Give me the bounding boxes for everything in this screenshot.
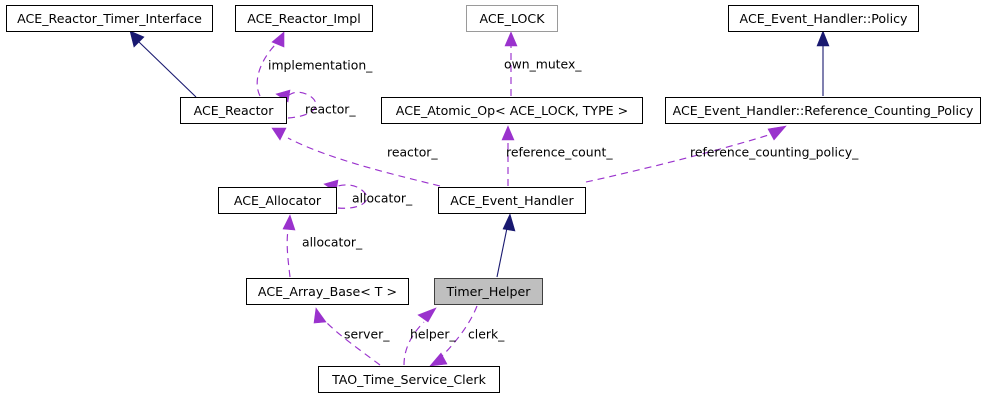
edge-timer-helper-inherits-event-handler — [496, 213, 516, 278]
edge-label-helper: helper_ — [410, 327, 457, 342]
inheritance-arrowhead — [129, 30, 145, 48]
edge-label-own-mutex: own_mutex_ — [504, 57, 582, 72]
node-label: ACE_Event_Handler — [450, 193, 574, 208]
node-ace-lock[interactable]: ACE_LOCK — [466, 5, 558, 32]
usage-arrowhead — [313, 307, 327, 324]
edge-array-base-allocator — [282, 214, 296, 278]
node-label: ACE_Reactor_Impl — [247, 11, 361, 26]
node-label: ACE_LOCK — [480, 11, 546, 26]
node-rect[interactable] — [434, 278, 543, 305]
node-label: ACE_Event_Handler::Policy — [740, 11, 908, 26]
edge-line — [337, 184, 368, 209]
edge-line — [585, 133, 773, 183]
edge-label-server: server_ — [344, 327, 390, 342]
usage-arrowhead — [501, 125, 515, 141]
node-label: TAO_Time_Service_Clerk — [331, 372, 486, 387]
usage-arrowhead — [504, 31, 518, 47]
edge-refcount-policy-inherits-policy — [816, 30, 830, 96]
node-label: ACE_Allocator — [234, 193, 322, 208]
edge-line — [496, 227, 508, 278]
node-ace-atomic-op[interactable]: ACE_Atomic_Op< ACE_LOCK, TYPE > — [381, 97, 643, 124]
usage-arrowhead — [271, 31, 285, 48]
edge-event-handler-reference-count — [501, 125, 515, 186]
edge-line — [441, 305, 478, 357]
node-timer-helper[interactable]: Timer_Helper — [434, 278, 543, 305]
node-rect[interactable] — [318, 366, 500, 393]
node-ace-event-handler-policy[interactable]: ACE_Event_Handler::Policy — [728, 5, 919, 32]
usage-arrowhead — [282, 214, 296, 231]
node-rect[interactable] — [438, 187, 586, 214]
node-rect[interactable] — [235, 5, 373, 32]
edge-label-reactor-self: reactor_ — [305, 102, 356, 117]
node-rect[interactable] — [466, 5, 558, 32]
node-rect[interactable] — [6, 5, 213, 32]
node-label: Timer_Helper — [446, 284, 532, 299]
edge-event-handler-reference-counting-policy — [585, 125, 787, 183]
node-rect[interactable] — [218, 187, 337, 214]
node-ace-allocator[interactable]: ACE_Allocator — [218, 187, 337, 214]
edge-line — [138, 41, 197, 98]
node-ace-reactor-impl[interactable]: ACE_Reactor_Impl — [235, 5, 373, 32]
edge-label-reference-counting-policy: reference_counting_policy_ — [690, 145, 859, 160]
node-rect[interactable] — [381, 97, 643, 124]
edge-label-allocator-self: allocator_ — [352, 191, 413, 206]
usage-arrowhead — [429, 352, 448, 367]
inheritance-arrowhead — [502, 213, 516, 232]
node-rect[interactable] — [665, 97, 981, 124]
node-label: ACE_Reactor — [194, 103, 275, 118]
edge-line — [287, 91, 317, 119]
edge-line — [403, 321, 425, 366]
node-label: ACE_Atomic_Op< ACE_LOCK, TYPE > — [396, 103, 628, 118]
usage-arrowhead — [271, 127, 287, 141]
edge-atomic-op-own-mutex — [504, 31, 518, 96]
inheritance-arrowhead — [816, 30, 830, 47]
edge-reactor-implementation — [256, 31, 285, 97]
edge-timer-helper-clerk — [429, 305, 478, 367]
edge-line — [287, 137, 441, 187]
node-ace-event-handler-reference-counting-policy[interactable]: ACE_Event_Handler::Reference_Counting_Po… — [665, 97, 981, 124]
node-ace-reactor-timer-interface[interactable]: ACE_Reactor_Timer_Interface — [6, 5, 213, 32]
node-ace-reactor[interactable]: ACE_Reactor — [180, 97, 287, 124]
node-rect[interactable] — [180, 97, 287, 124]
node-ace-event-handler[interactable]: ACE_Event_Handler — [438, 187, 586, 214]
node-label: ACE_Array_Base< T > — [258, 284, 397, 299]
node-label: ACE_Reactor_Timer_Interface — [17, 11, 202, 26]
edge-label-implementation: implementation_ — [268, 58, 373, 73]
node-rect[interactable] — [728, 5, 919, 32]
edge-reactor-inherits-reactor-timer-interface — [129, 30, 197, 98]
usage-arrowhead — [767, 125, 787, 141]
node-label: ACE_Event_Handler::Reference_Counting_Po… — [673, 103, 974, 118]
edge-line — [256, 43, 277, 97]
node-rect[interactable] — [246, 278, 409, 305]
edge-clerk-helper — [403, 307, 437, 366]
usage-arrowhead — [417, 307, 437, 323]
edge-label-allocator: allocator_ — [302, 235, 363, 250]
edge-label-reactor: reactor_ — [387, 145, 438, 160]
edge-labels-layer: implementation_ reactor_ own_mutex_ reac… — [268, 57, 859, 342]
edge-line — [325, 321, 381, 366]
node-ace-array-base[interactable]: ACE_Array_Base< T > — [246, 278, 409, 305]
edge-label-clerk: clerk_ — [468, 327, 505, 342]
edge-line — [286, 229, 291, 278]
edge-label-reference-count: reference_count_ — [506, 145, 613, 160]
edge-clerk-server — [313, 307, 381, 366]
edge-event-handler-reactor — [271, 127, 441, 187]
nodes-layer: ACE_Reactor_Timer_Interface ACE_Reactor_… — [6, 5, 981, 393]
node-tao-time-service-clerk[interactable]: TAO_Time_Service_Clerk — [318, 366, 500, 393]
